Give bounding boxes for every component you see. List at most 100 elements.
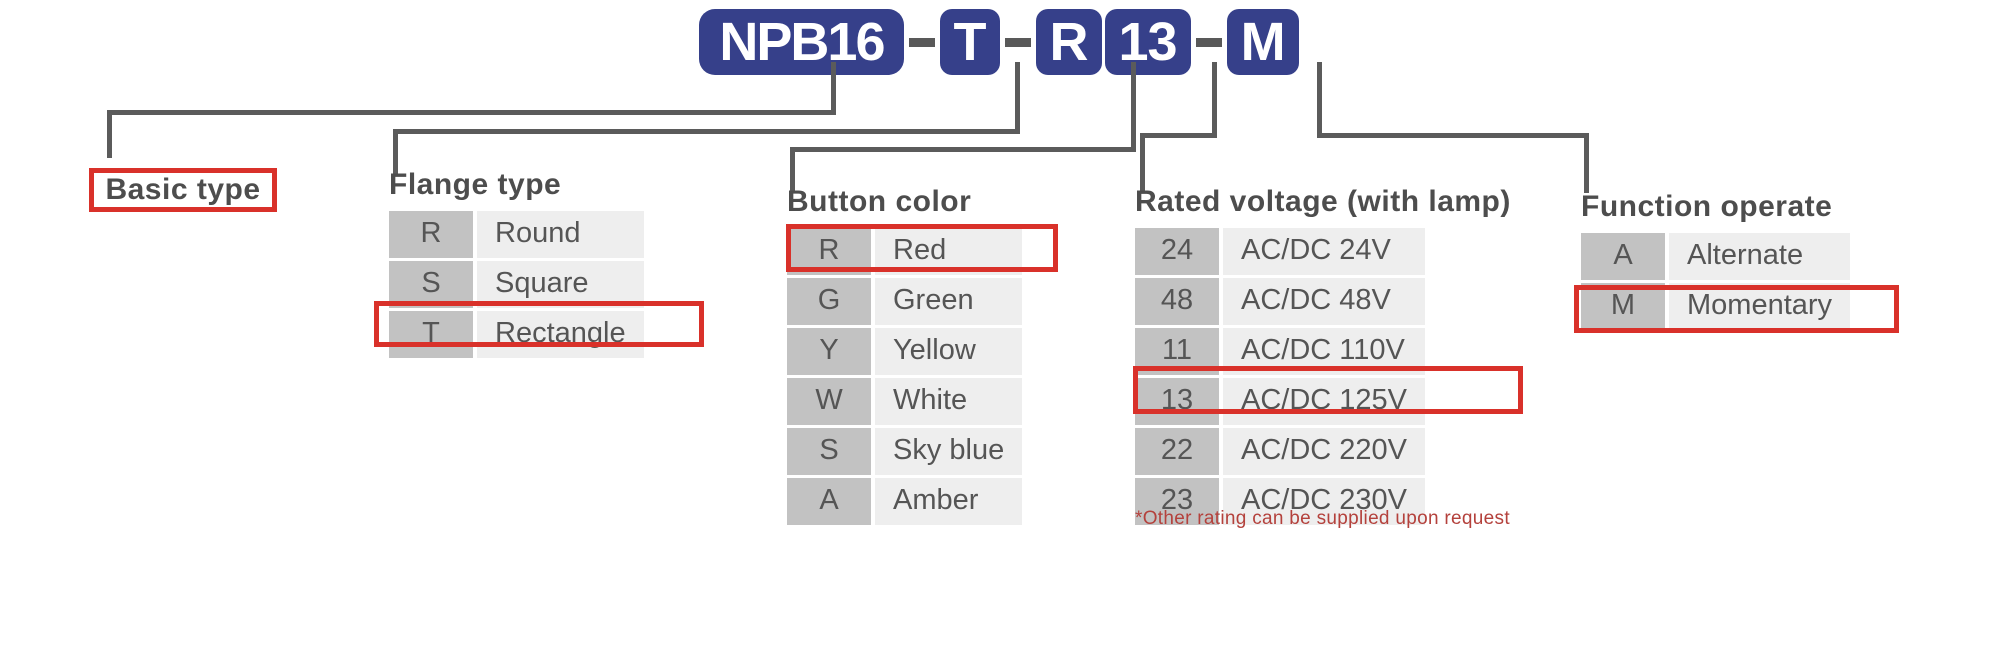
leader-flange-horizontal (393, 129, 1020, 134)
option-label: Square (477, 261, 644, 308)
cell-spacer (871, 478, 875, 525)
rated-voltage-title: Rated voltage (with lamp) (1135, 185, 1511, 218)
option-code: R (787, 228, 871, 275)
option-label: Rectangle (477, 311, 644, 358)
section-basic-type: Basic type (89, 168, 277, 212)
leader-voltage-vertical-from-badge (1212, 62, 1217, 138)
option-label: White (875, 378, 1023, 425)
option-label: Amber (875, 478, 1023, 525)
cell-spacer (1219, 278, 1223, 325)
leader-button-vertical-from-badge (1131, 62, 1136, 152)
rated-voltage-note: *Other rating can be supplied upon reque… (1135, 508, 1510, 529)
cell-spacer (1665, 233, 1669, 280)
part-number-badge: T (939, 9, 1000, 75)
option-label: AC/DC 125V (1223, 378, 1426, 425)
cell-spacer (871, 428, 875, 475)
cell-spacer (1219, 378, 1223, 425)
button-color-title: Button color (787, 185, 972, 218)
option-code: T (389, 311, 473, 358)
leader-function-vertical-from-badge (1317, 62, 1322, 138)
cell-spacer (871, 328, 875, 375)
option-code: S (389, 261, 473, 308)
option-code: G (787, 278, 871, 325)
basic-type-title: Basic type (105, 173, 261, 206)
cell-spacer (473, 211, 477, 258)
part-number-separator (1195, 37, 1222, 47)
cell-spacer (871, 228, 875, 275)
leader-button-horizontal (790, 147, 1136, 152)
cell-spacer (473, 261, 477, 308)
leader-basic-vertical-to-label (107, 110, 112, 158)
part-number-badge: R (1035, 9, 1102, 75)
option-label: AC/DC 110V (1223, 328, 1426, 375)
leader-function-vertical-to-label (1584, 133, 1589, 193)
cell-spacer (1219, 328, 1223, 375)
leader-function-horizontal (1317, 133, 1589, 138)
part-number-badge: 13 (1104, 9, 1191, 75)
part-number-badge: NPB16 (699, 9, 904, 75)
leader-voltage-vertical-to-label (1140, 133, 1145, 193)
option-code: 48 (1135, 278, 1219, 325)
cell-spacer (871, 278, 875, 325)
option-code: R (389, 211, 473, 258)
option-code: A (1581, 233, 1665, 280)
option-label: Round (477, 211, 644, 258)
option-code: 13 (1135, 378, 1219, 425)
leader-button-vertical-to-label (790, 147, 795, 192)
option-label: AC/DC 230V (1223, 478, 1426, 525)
cell-spacer (473, 311, 477, 358)
option-code: Y (787, 328, 871, 375)
flange-type-title: Flange type (389, 168, 562, 201)
cell-spacer (1219, 478, 1223, 525)
part-number-badge: M (1226, 9, 1299, 75)
cell-spacer (1219, 428, 1223, 475)
option-code: A (787, 478, 871, 525)
option-code: 11 (1135, 328, 1219, 375)
function-operate-title: Function operate (1581, 190, 1833, 223)
option-label: Yellow (875, 328, 1023, 375)
option-label: Red (875, 228, 1023, 275)
option-code: 22 (1135, 428, 1219, 475)
option-label: Alternate (1669, 233, 1851, 280)
part-number-separator (1004, 37, 1031, 47)
cell-spacer (1219, 228, 1223, 275)
option-label: AC/DC 24V (1223, 228, 1426, 275)
leader-basic-horizontal (107, 110, 836, 115)
leader-flange-vertical-from-badge (1015, 62, 1020, 134)
leader-flange-vertical-to-label (393, 129, 398, 175)
option-code: S (787, 428, 871, 475)
option-label: Sky blue (875, 428, 1023, 475)
leader-basic-vertical-from-badge (831, 62, 836, 110)
option-code: 24 (1135, 228, 1219, 275)
cell-spacer (871, 378, 875, 425)
option-label: AC/DC 48V (1223, 278, 1426, 325)
